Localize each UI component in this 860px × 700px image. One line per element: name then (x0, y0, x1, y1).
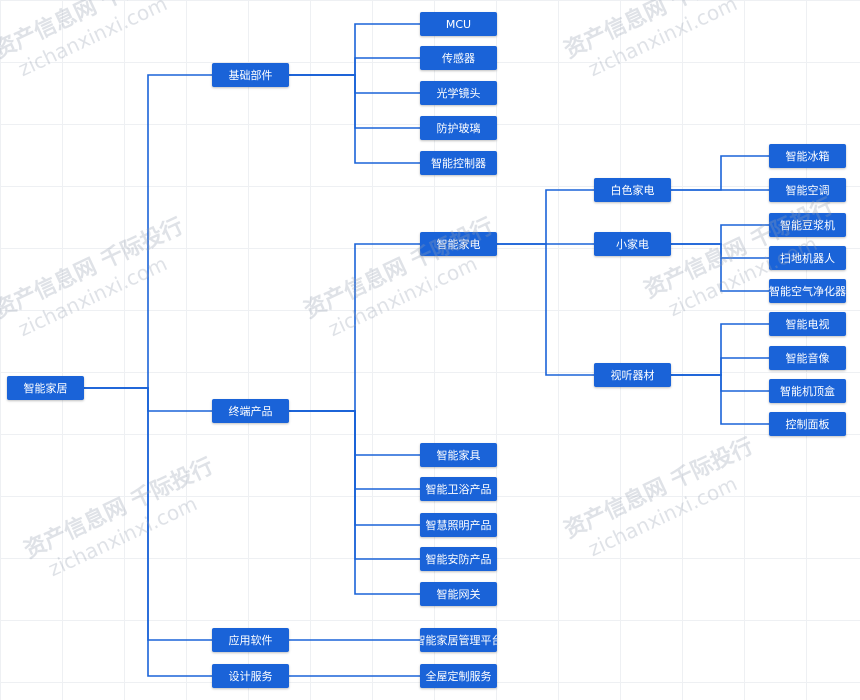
connector-av-panel (671, 374, 769, 425)
connector-av-tv (671, 323, 769, 376)
node-smart-fridge[interactable]: 智能冰箱 (769, 144, 846, 168)
connector-terminal-gateway (289, 410, 420, 595)
node-smart-lighting[interactable]: 智慧照明产品 (420, 513, 497, 537)
node-set-top-box[interactable]: 智能机顶盒 (769, 379, 846, 403)
node-optical-lens[interactable]: 光学镜头 (420, 81, 497, 105)
node-terminal-products[interactable]: 终端产品 (212, 399, 289, 423)
node-sensor[interactable]: 传感器 (420, 46, 497, 70)
node-smart-speaker[interactable]: 智能音像 (769, 346, 846, 370)
connector-terminal-appliance (289, 243, 420, 412)
node-basic-components[interactable]: 基础部件 (212, 63, 289, 87)
node-design-services[interactable]: 设计服务 (212, 664, 289, 688)
node-mcu[interactable]: MCU (420, 12, 497, 36)
connector-appliance-av (497, 243, 594, 376)
connector-small-purifier (671, 243, 769, 292)
node-smart-appliances[interactable]: 智能家电 (420, 232, 497, 256)
connector-root-design (84, 387, 212, 677)
node-smart-bathroom[interactable]: 智能卫浴产品 (420, 477, 497, 501)
node-smart-furniture[interactable]: 智能家具 (420, 443, 497, 467)
node-audio-visual[interactable]: 视听器材 (594, 363, 671, 387)
connector-basic-controller (289, 74, 420, 164)
node-smart-gateway[interactable]: 智能网关 (420, 582, 497, 606)
node-small-appliances[interactable]: 小家电 (594, 232, 671, 256)
connector-white-fridge (671, 155, 769, 191)
connector-small-soymilk (671, 224, 769, 245)
node-control-panel[interactable]: 控制面板 (769, 412, 846, 436)
node-smart-ac[interactable]: 智能空调 (769, 178, 846, 202)
node-soymilk-maker[interactable]: 智能豆浆机 (769, 213, 846, 237)
connector-root-basic (84, 74, 212, 389)
node-application-software[interactable]: 应用软件 (212, 628, 289, 652)
node-smart-tv[interactable]: 智能电视 (769, 312, 846, 336)
connector-small-robot (671, 243, 769, 259)
node-protective-glass[interactable]: 防护玻璃 (420, 116, 497, 140)
connector-appliance-white (497, 189, 594, 245)
node-robot-vacuum[interactable]: 扫地机器人 (769, 246, 846, 270)
node-smart-security[interactable]: 智能安防产品 (420, 547, 497, 571)
connector-av-speaker (671, 357, 769, 376)
node-smart-home[interactable]: 智能家居 (7, 376, 84, 400)
connector-av-stb (671, 374, 769, 392)
connector-basic-sensor (289, 57, 420, 76)
node-air-purifier[interactable]: 智能空气净化器 (769, 279, 846, 303)
node-white-goods[interactable]: 白色家电 (594, 178, 671, 202)
node-whole-house-custom[interactable]: 全屋定制服务 (420, 664, 497, 688)
node-management-platform[interactable]: 智能家居管理平台 (420, 628, 497, 652)
node-smart-controller[interactable]: 智能控制器 (420, 151, 497, 175)
